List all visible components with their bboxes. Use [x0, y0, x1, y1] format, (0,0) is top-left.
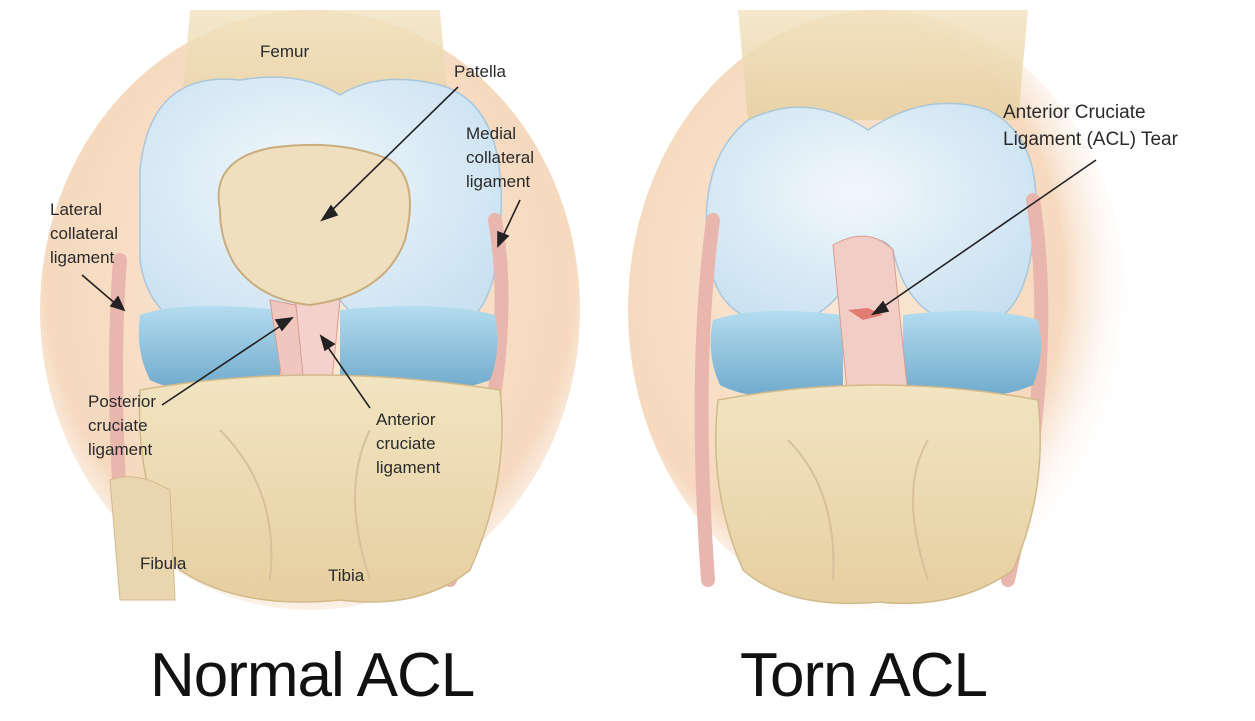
label-acl-tear: Anterior Cruciate Ligament (ACL) Tear	[1003, 100, 1178, 153]
label-lateral-collateral-ligament: Lateral collateral ligament	[50, 198, 118, 269]
label-medial-collateral-ligament: Medial collateral ligament	[466, 122, 534, 193]
tibia-bone	[140, 375, 503, 602]
label-fibula: Fibula	[140, 552, 186, 576]
label-anterior-cruciate-ligament: Anterior cruciate ligament	[376, 408, 440, 479]
normal-knee-illustration: Femur Patella Medial collateral ligament…	[40, 10, 580, 610]
femur-shaft	[738, 10, 1028, 120]
tibia-bone	[716, 385, 1040, 603]
label-tibia: Tibia	[328, 564, 364, 588]
medial-meniscus	[903, 311, 1041, 398]
fibula-bone	[110, 477, 175, 600]
label-posterior-cruciate-ligament: Posterior cruciate ligament	[88, 390, 156, 461]
label-patella: Patella	[454, 60, 506, 84]
normal-knee-drawing	[40, 10, 580, 610]
label-femur: Femur	[260, 40, 309, 64]
caption-normal-acl: Normal ACL	[150, 640, 474, 711]
torn-knee-illustration: Anterior Cruciate Ligament (ACL) Tear	[628, 10, 1238, 610]
caption-torn-acl: Torn ACL	[740, 640, 987, 711]
lateral-meniscus	[711, 311, 843, 398]
